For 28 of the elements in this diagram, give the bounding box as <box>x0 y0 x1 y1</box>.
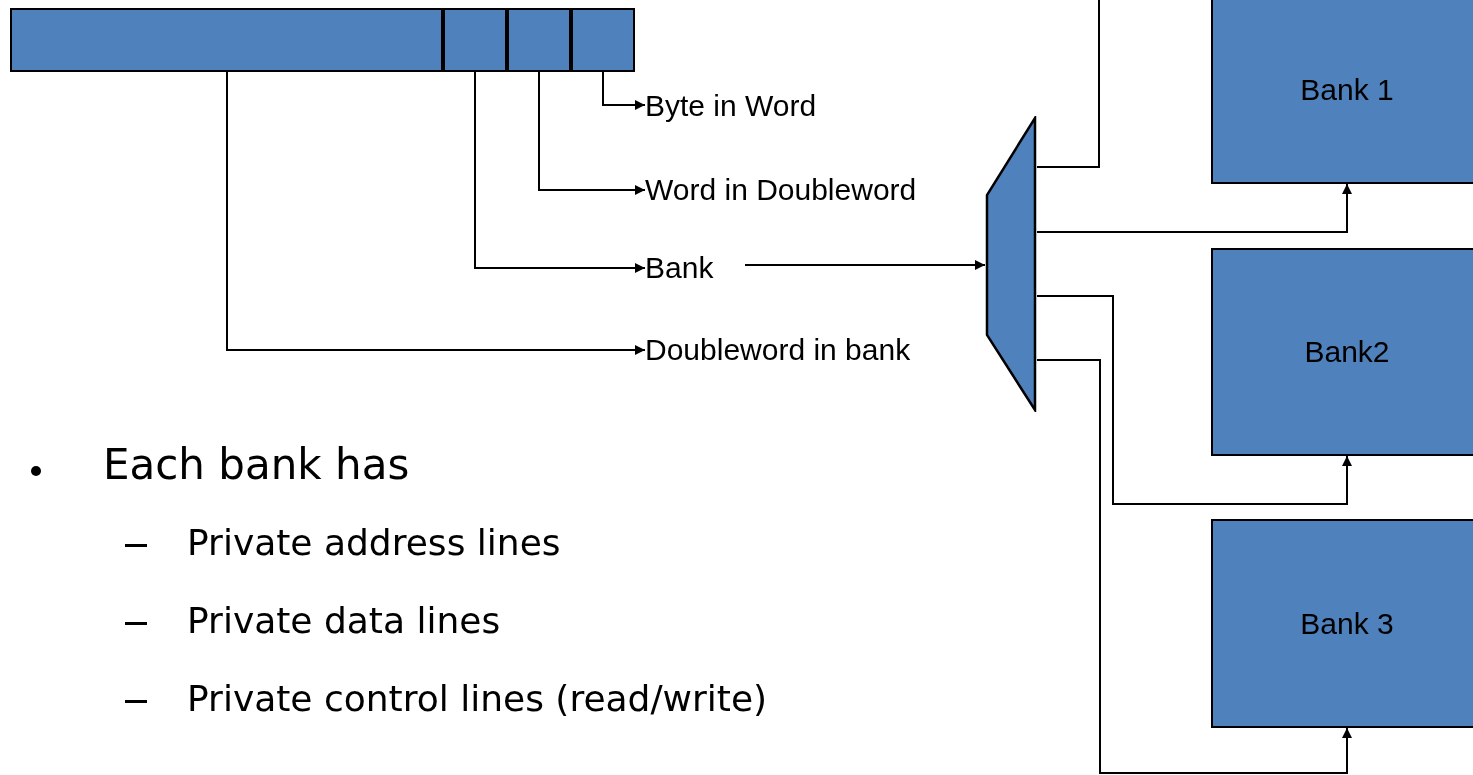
field-label: Bank <box>645 251 714 285</box>
field-label: Word in Doubleword <box>645 173 917 207</box>
bullet-text: Private address lines <box>187 522 561 563</box>
arrow <box>1036 183 1352 233</box>
arrow <box>474 71 646 273</box>
arrow <box>226 71 646 355</box>
arrow <box>538 71 646 195</box>
arrow <box>602 71 646 110</box>
memory-bank-box <box>1211 519 1473 728</box>
connector-line <box>1036 0 1100 168</box>
bullet-text: Private control lines (read/write) <box>187 678 768 719</box>
bank-label: Bank 3 <box>1300 606 1394 641</box>
address-field-segment <box>10 8 443 72</box>
memory-bank-box <box>1211 0 1473 184</box>
address-field-segment <box>571 8 635 72</box>
arrow <box>1036 295 1352 505</box>
field-label: Byte in Word <box>645 89 817 123</box>
bullet-text: Private data lines <box>187 600 501 641</box>
bullet-text: Each bank has <box>103 440 410 489</box>
address-field-segment <box>443 8 507 72</box>
field-label: Doubleword in bank <box>645 333 911 367</box>
arrow <box>744 260 986 270</box>
bank-label: Bank2 <box>1304 335 1390 369</box>
address-field-segment <box>507 8 571 72</box>
memory-bank-box <box>1211 248 1473 456</box>
multiplexer-trapezoid <box>985 116 1037 412</box>
arrow <box>1036 359 1352 774</box>
bank-label: Bank 1 <box>1300 73 1394 107</box>
